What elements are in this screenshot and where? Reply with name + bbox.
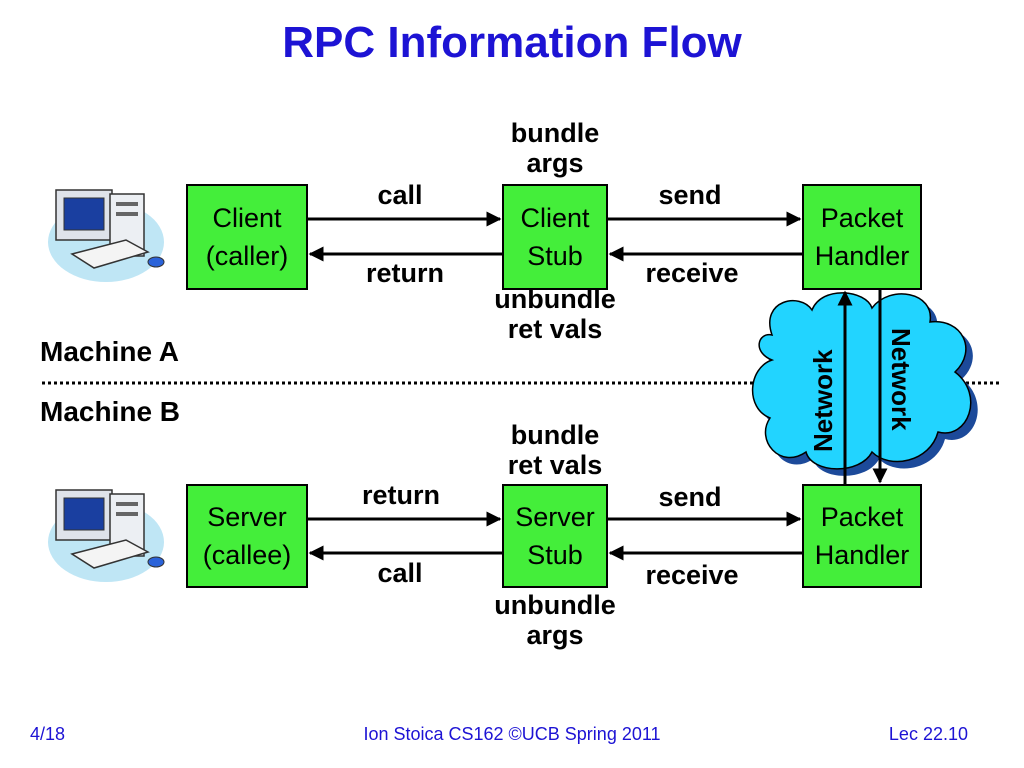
client-caller-box: Client (caller) xyxy=(186,184,308,290)
unbundle-ret-vals-label: unbundle ret vals xyxy=(470,284,640,344)
slide-title: RPC Information Flow xyxy=(282,18,742,67)
label-line: ret vals xyxy=(507,450,603,480)
box-line: (callee) xyxy=(202,540,292,570)
network-cloud xyxy=(751,292,978,476)
receive-top-label: receive xyxy=(645,258,739,288)
unbundle-args-label: unbundle args xyxy=(470,590,640,650)
box-line: Stub xyxy=(527,540,583,570)
box-line: Client xyxy=(212,203,282,233)
footer-page: 4/18 xyxy=(30,724,66,744)
label-line: args xyxy=(526,148,584,178)
box-line: Handler xyxy=(814,241,910,271)
machine-a-label: Machine A xyxy=(40,336,179,367)
machine-b-label: Machine B xyxy=(40,396,181,427)
bundle-args-label: bundle args xyxy=(480,118,630,178)
box-line: Packet xyxy=(820,203,904,233)
box-line: Stub xyxy=(527,241,583,271)
return-bottom-label: return xyxy=(361,480,440,510)
bundle-ret-vals-label: bundle ret vals xyxy=(470,420,640,480)
client-stub-box: Client Stub xyxy=(502,184,608,290)
send-top-label: send xyxy=(658,180,722,210)
label-line: args xyxy=(526,620,584,650)
label-line: unbundle xyxy=(494,590,616,620)
receive-bottom-label: receive xyxy=(645,560,739,590)
label-line: unbundle xyxy=(494,284,616,314)
box-line: Packet xyxy=(820,502,904,532)
footer-lecture: Lec 22.10 xyxy=(888,724,968,744)
network-label-left: Network xyxy=(808,349,838,452)
packet-handler-b-box: Packet Handler xyxy=(802,484,922,588)
label-line: bundle xyxy=(510,420,600,450)
server-callee-box: Server (callee) xyxy=(186,484,308,588)
label-line: ret vals xyxy=(507,314,603,344)
box-line: (caller) xyxy=(205,241,289,271)
computer-icon-client xyxy=(48,189,165,282)
send-bottom-label: send xyxy=(658,482,722,512)
return-top-label: return xyxy=(365,258,444,288)
label-line: bundle xyxy=(510,118,600,148)
call-top-label: call xyxy=(377,180,423,210)
packet-handler-a-box: Packet Handler xyxy=(802,184,922,290)
box-line: Client xyxy=(520,203,590,233)
box-line: Handler xyxy=(814,540,910,570)
call-bottom-label: call xyxy=(377,558,423,588)
server-stub-box: Server Stub xyxy=(502,484,608,588)
network-label-right: Network xyxy=(886,328,916,431)
computer-icon-server xyxy=(48,489,165,582)
box-line: Server xyxy=(207,502,287,532)
box-line: Server xyxy=(515,502,595,532)
footer-course: Ion Stoica CS162 ©UCB Spring 2011 xyxy=(363,724,661,744)
